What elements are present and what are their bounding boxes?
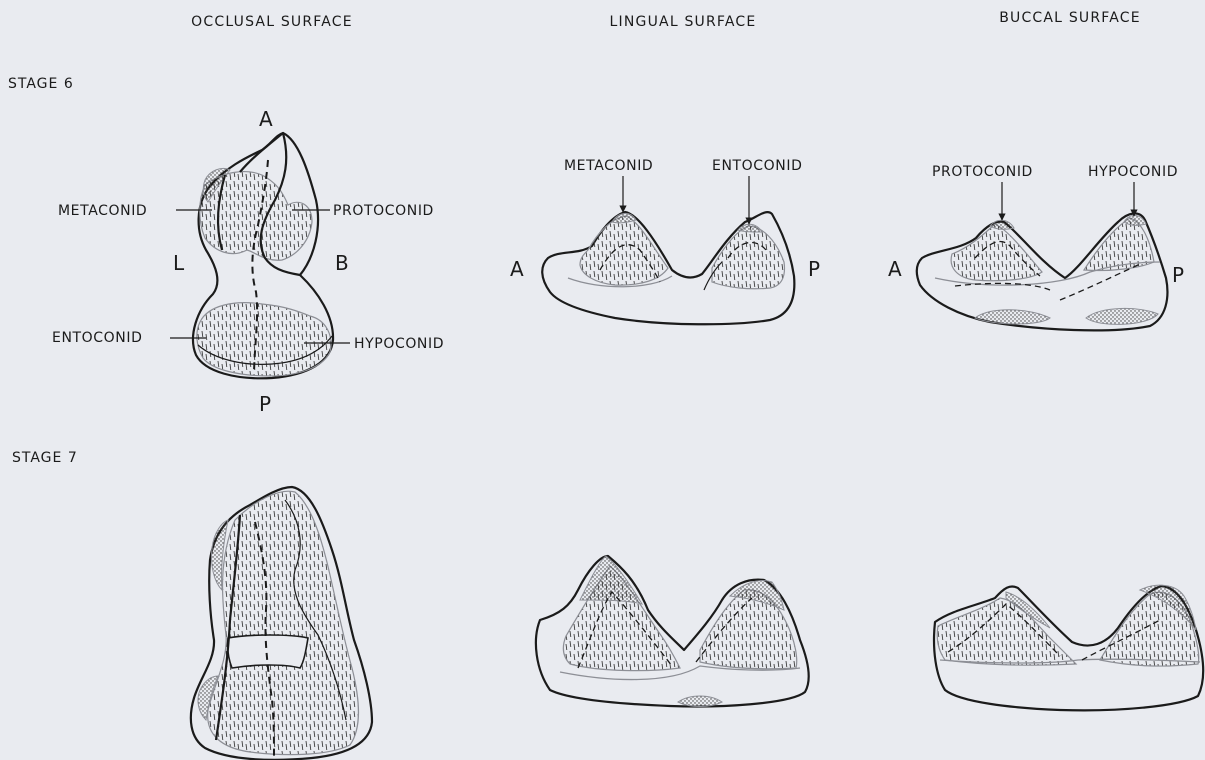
stage-7-label: STAGE 7 — [12, 450, 78, 466]
stage7-occlusal-tooth — [191, 487, 372, 760]
stage7-lingual-root-enamel — [678, 696, 722, 707]
stage6-buccal-protoconid-label: PROTOCONID — [932, 164, 1033, 180]
stage7-lingual-tooth — [536, 556, 809, 707]
stage6-buccal-enamel-spot-2 — [1086, 308, 1158, 324]
stage6-lingual-entoconid-cusp — [712, 226, 784, 289]
stage6-lingual-entoconid-label: ENTOCONID — [712, 158, 802, 174]
stage6-occlusal-tooth — [193, 133, 333, 378]
stage6-occlusal-buccal-label: B — [335, 251, 349, 275]
header-buccal-surface: BUCCAL SURFACE — [999, 10, 1141, 26]
stage6-lingual-anterior-label: A — [510, 257, 524, 281]
stage7-buccal-cusp-1 — [937, 598, 1076, 665]
stage6-buccal-anterior-label: A — [888, 257, 902, 281]
stage6-occlusal-anterior-label: A — [259, 107, 273, 131]
stage6-lingual-tooth — [542, 212, 794, 324]
stage6-buccal-hypoconid-label: HYPOCONID — [1088, 164, 1178, 180]
stage7-buccal-tooth — [934, 585, 1203, 710]
stage6-buccal-protoconid-cusp — [951, 224, 1042, 281]
stage6-lingual-metaconid-label: METACONID — [564, 158, 653, 174]
stage6-posterior-dentine — [197, 303, 331, 376]
stage6-occlusal-hypoconid-label: HYPOCONID — [354, 336, 444, 352]
stage7-occlusal-window — [228, 635, 308, 668]
stage6-buccal-tooth — [917, 213, 1168, 330]
stage6-buccal-posterior-label: P — [1172, 263, 1184, 287]
stage6-occlusal-metaconid-label: METACONID — [58, 203, 147, 219]
stage6-buccal-protoconid-tip — [990, 220, 1014, 229]
stage6-occlusal-entoconid-label: ENTOCONID — [52, 330, 142, 346]
stage6-occlusal-protoconid-label: PROTOCONID — [333, 203, 434, 219]
header-occlusal-surface: OCCLUSAL SURFACE — [191, 14, 353, 30]
stage6-lingual-metaconid-cusp — [580, 216, 668, 285]
stage-6-label: STAGE 6 — [8, 76, 74, 92]
stage6-occlusal-posterior-label: P — [259, 392, 271, 416]
stage6-lingual-posterior-label: P — [808, 257, 820, 281]
header-lingual-surface: LINGUAL SURFACE — [610, 14, 757, 30]
stage6-occlusal-lingual-label: L — [173, 251, 185, 275]
